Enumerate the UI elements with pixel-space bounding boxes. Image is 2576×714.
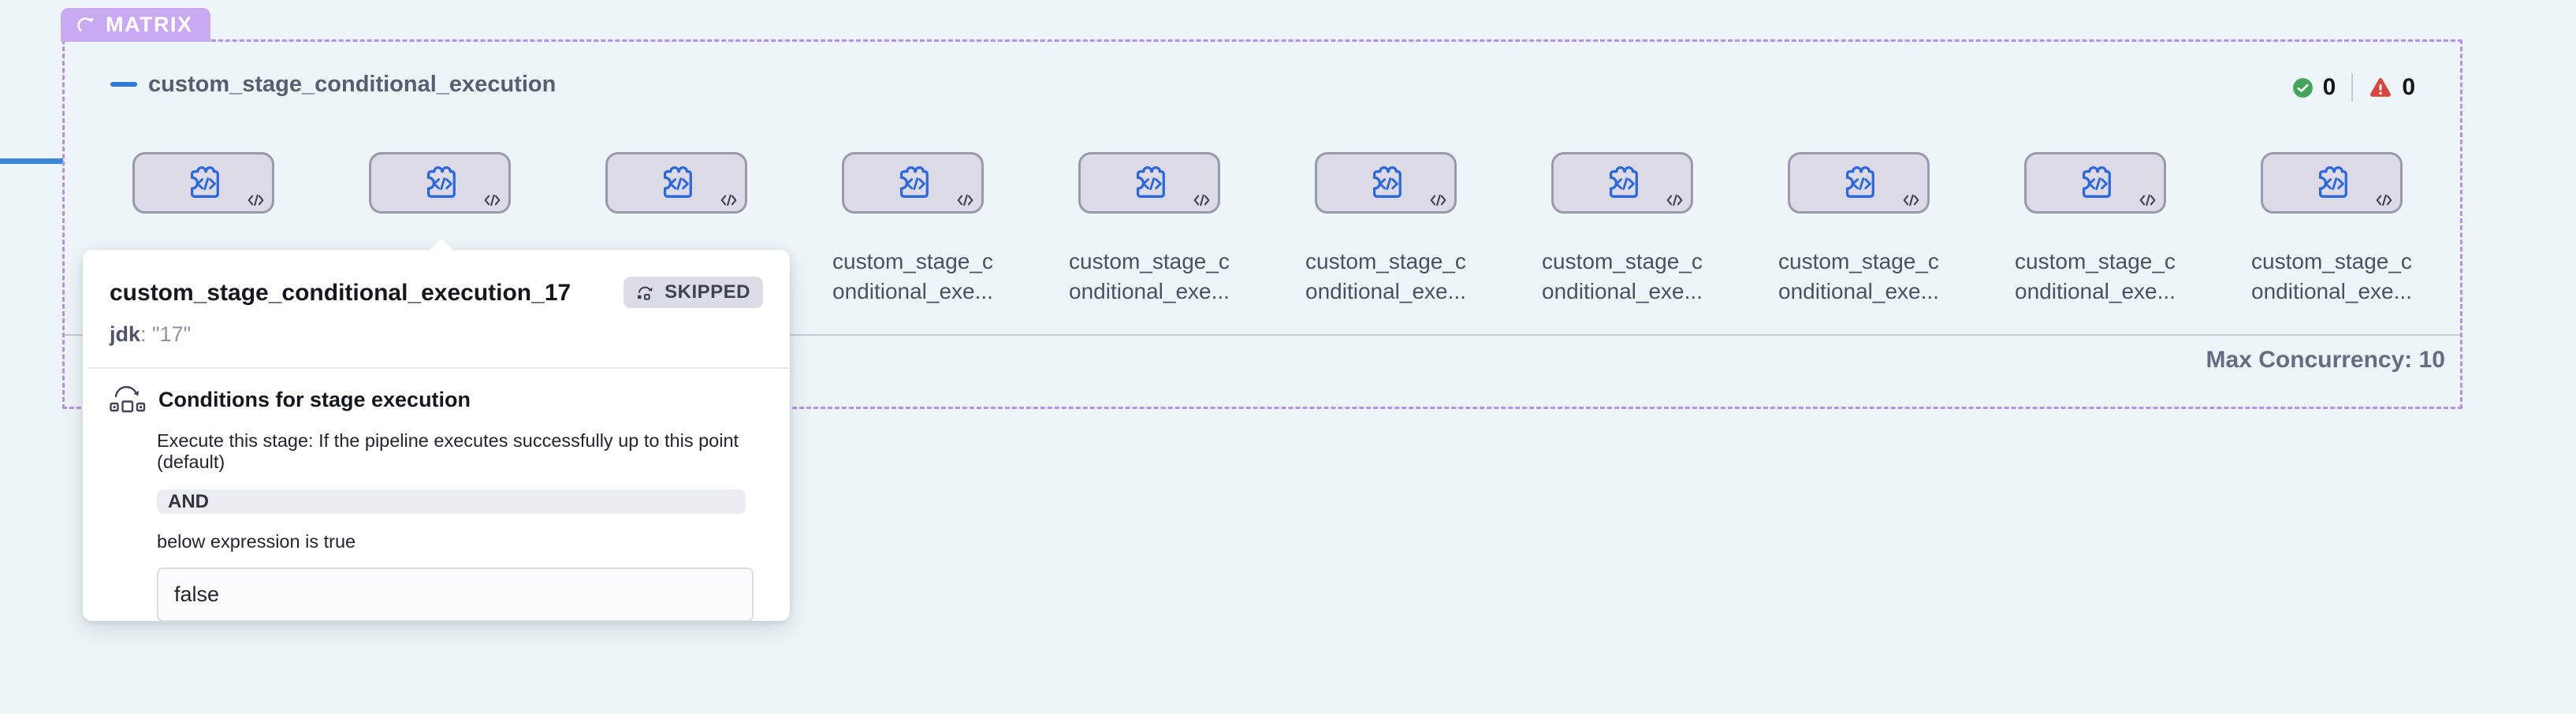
counter-divider — [2351, 73, 2354, 102]
matrix-param-line: jdk: "17" — [110, 322, 763, 347]
conditions-description: Execute this stage: If the pipeline exec… — [157, 430, 739, 472]
stage-node[interactable] — [2024, 152, 2166, 214]
stage-node[interactable] — [1315, 152, 1457, 214]
loop-icon — [75, 15, 96, 35]
custom-stage-icon — [1372, 166, 1402, 198]
code-template-icon — [1902, 193, 1920, 207]
stage-tooltip-card: custom_stage_conditional_execution_17 SK… — [83, 238, 790, 622]
stage-node[interactable] — [1788, 152, 1930, 214]
conditions-section: Conditions for stage execution Execute t… — [110, 369, 763, 622]
code-template-icon — [247, 193, 265, 207]
stage-node[interactable] — [605, 152, 747, 214]
expression-value: false — [174, 582, 220, 606]
matrix-container: custom_stage_conditional_execution 0 0 — [62, 39, 2462, 409]
expression-note: below expression is true — [157, 531, 356, 552]
conditions-body: Execute this stage: If the pipeline exec… — [157, 430, 763, 622]
stage-node[interactable] — [132, 152, 274, 214]
conditional-execution-icon — [110, 386, 146, 413]
stage-node[interactable] — [842, 152, 984, 214]
code-template-icon — [1666, 193, 1684, 207]
custom-stage-icon — [190, 166, 219, 198]
conditions-heading: Conditions for stage execution — [158, 387, 471, 411]
code-template-icon — [2139, 193, 2157, 207]
param-value: : "17" — [140, 322, 192, 346]
skipped-status-badge: SKIPPED — [624, 277, 763, 308]
matrix-header-row: custom_stage_conditional_execution 0 0 — [65, 42, 2460, 128]
operator-pill: AND — [157, 489, 746, 514]
param-key: jdk — [110, 322, 141, 346]
stage-node[interactable] — [1078, 152, 1220, 214]
code-template-icon — [483, 193, 501, 207]
collapse-button[interactable] — [110, 76, 139, 92]
matrix-title: custom_stage_conditional_execution — [148, 72, 557, 97]
tooltip-divider — [88, 367, 790, 369]
conditions-header: Conditions for stage execution — [110, 386, 763, 413]
pipeline-connector-line — [0, 158, 63, 164]
tooltip-header: custom_stage_conditional_execution_17 SK… — [110, 277, 763, 308]
custom-stage-icon — [2082, 166, 2111, 198]
skipped-label: SKIPPED — [664, 281, 750, 303]
custom-stage-icon — [1609, 166, 1638, 198]
skip-arrow-icon — [636, 284, 657, 300]
max-concurrency-label: Max Concurrency: 10 — [2206, 347, 2445, 373]
success-count: 0 — [2322, 74, 2336, 100]
custom-stage-icon — [663, 166, 692, 198]
custom-stage-icon — [1136, 166, 1165, 198]
custom-stage-icon — [2318, 166, 2347, 198]
custom-stage-icon — [426, 166, 456, 198]
code-template-icon — [956, 193, 974, 207]
code-template-icon — [720, 193, 738, 207]
minus-icon — [110, 81, 137, 87]
stage-node[interactable] — [1551, 152, 1693, 214]
failed-count: 0 — [2402, 74, 2415, 100]
warning-triangle-icon — [2369, 76, 2392, 99]
code-template-icon — [2375, 193, 2393, 207]
matrix-badge-label: MATRIX — [106, 13, 193, 36]
custom-stage-icon — [899, 166, 929, 198]
custom-stage-icon — [1845, 166, 1874, 198]
tooltip-title: custom_stage_conditional_execution_17 — [110, 280, 571, 306]
success-check-icon — [2292, 77, 2314, 99]
status-counters: 0 0 — [2292, 73, 2415, 102]
footer-divider — [65, 334, 2460, 336]
expression-value-box: false — [157, 567, 754, 622]
stage-node[interactable] — [2261, 152, 2403, 214]
stage-node[interactable] — [369, 152, 511, 214]
code-template-icon — [1193, 193, 1211, 207]
matrix-badge[interactable]: MATRIX — [61, 8, 210, 42]
code-template-icon — [1429, 193, 1447, 207]
